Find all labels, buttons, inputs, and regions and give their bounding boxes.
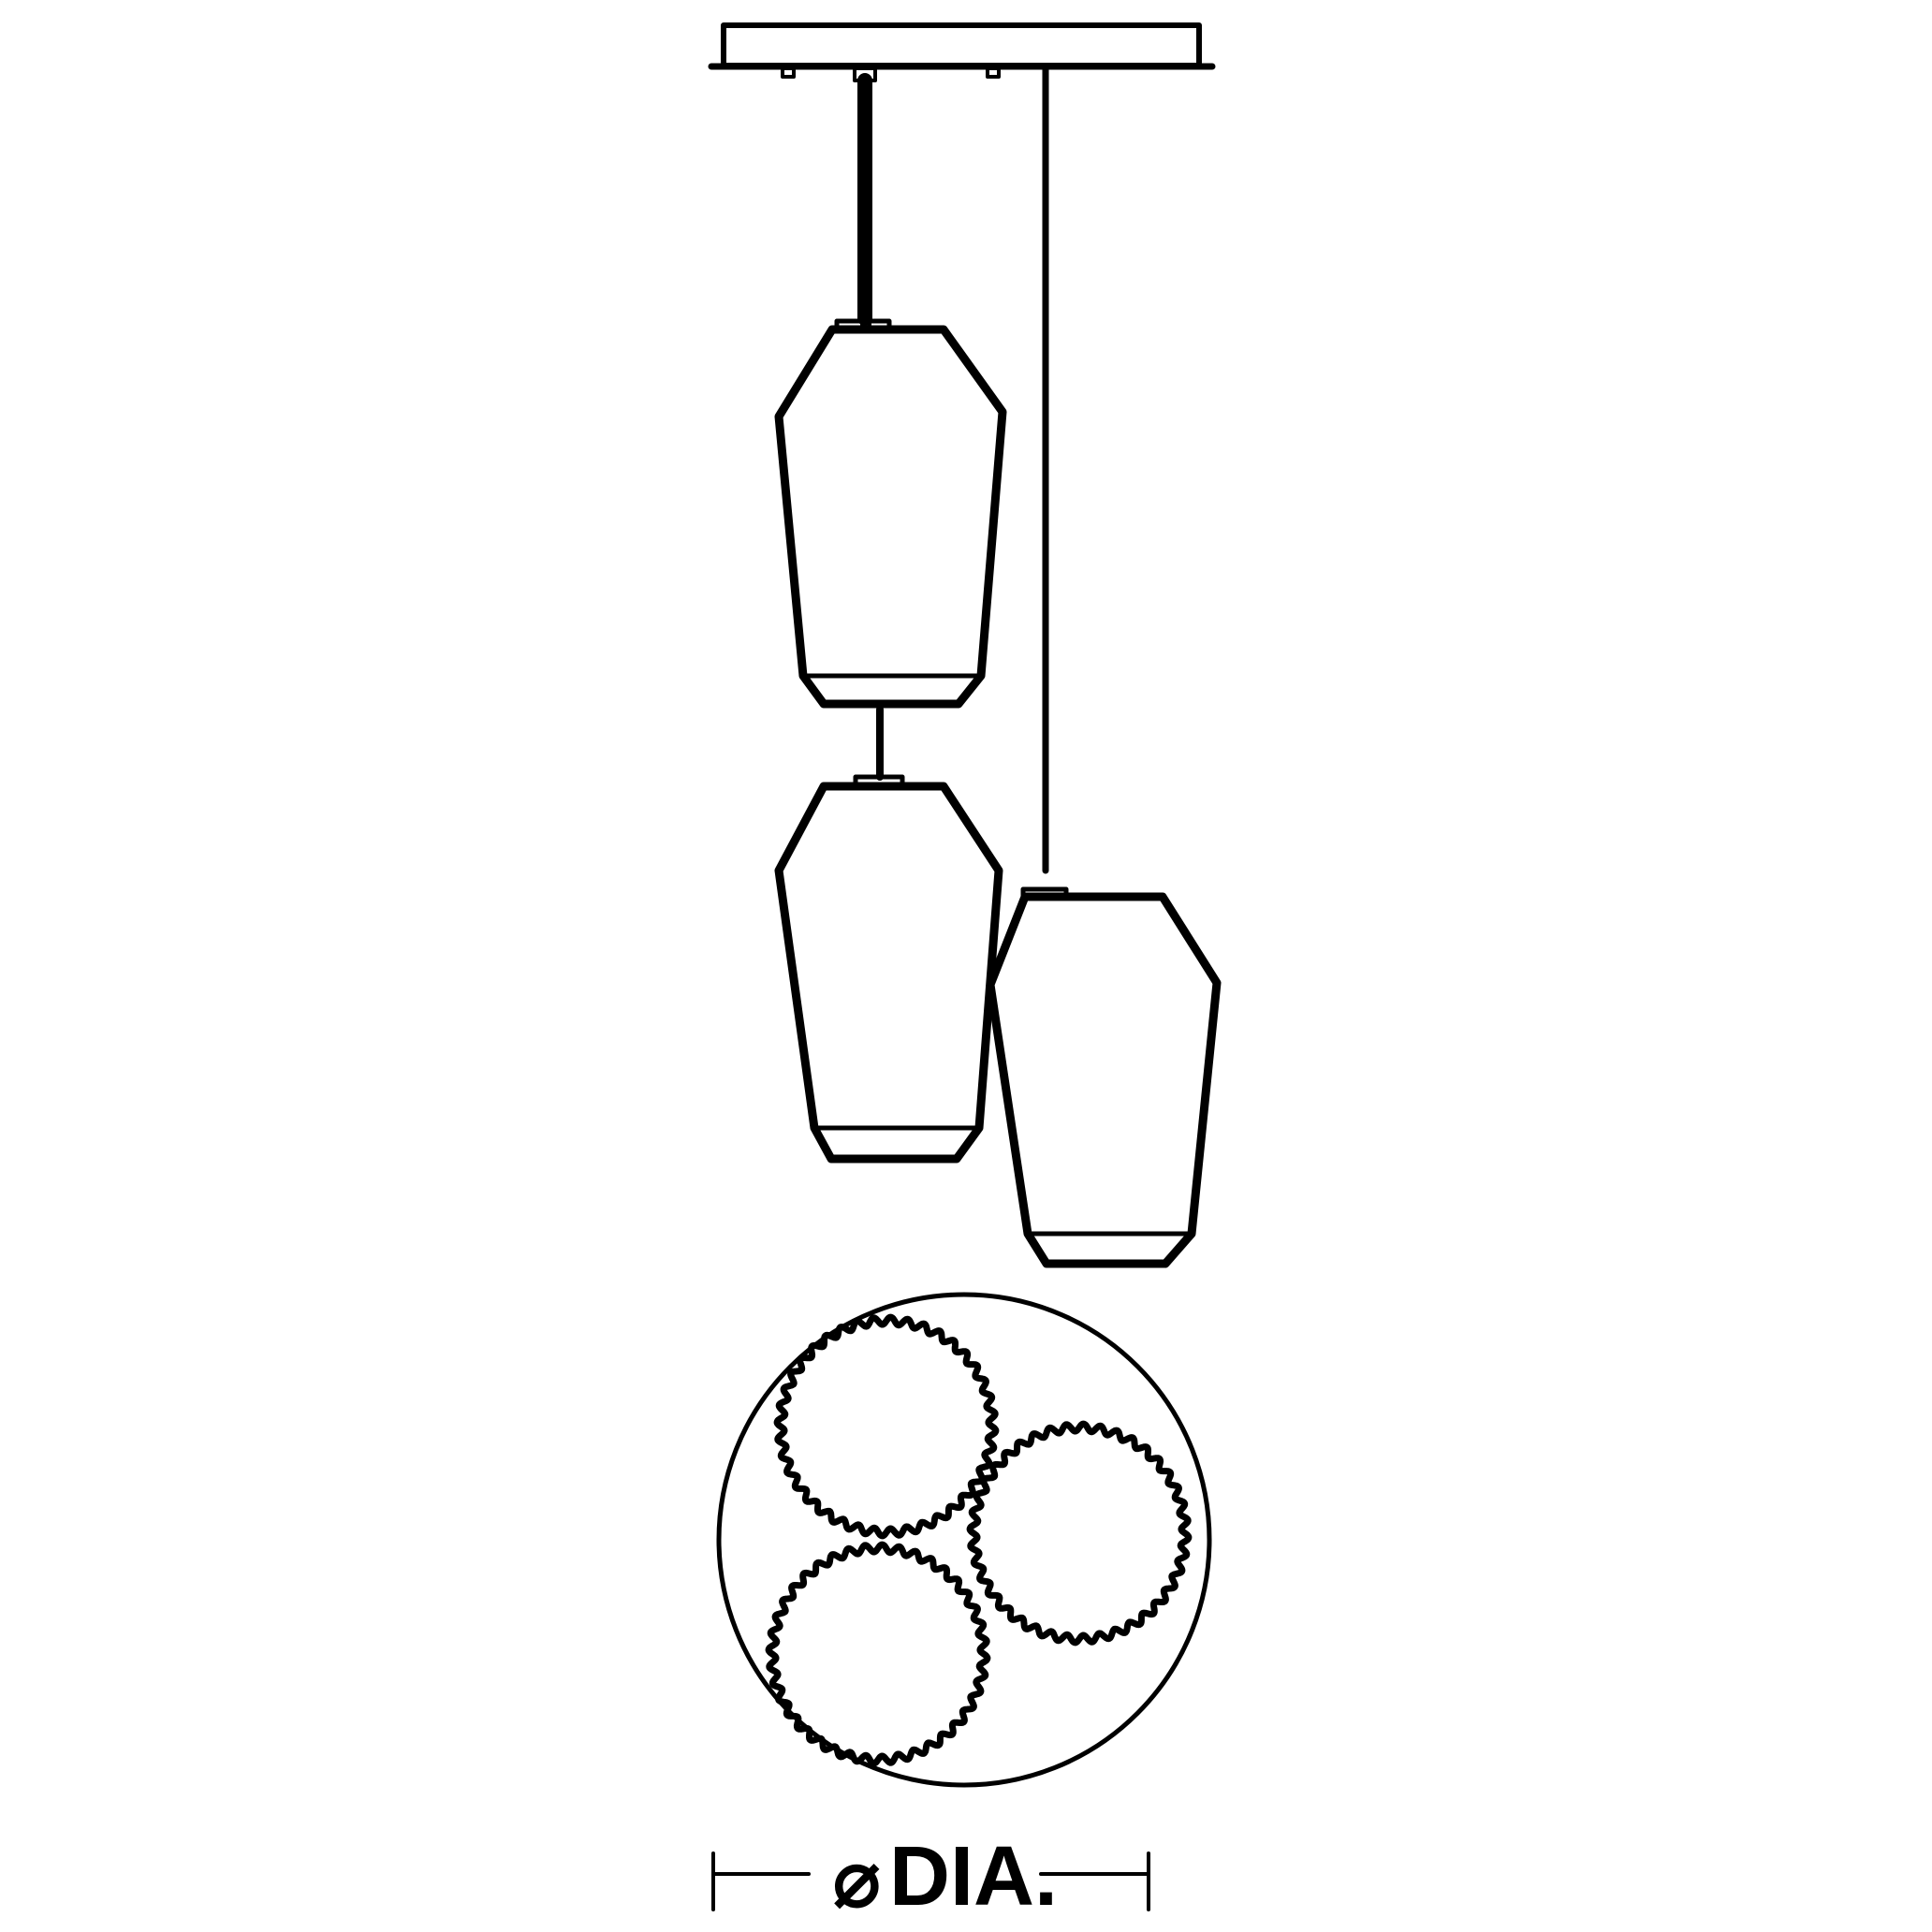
canopy [708, 22, 1216, 82]
fluted-shade-top [773, 1313, 1000, 1540]
pendant-right [986, 886, 1222, 1268]
pendant-lower-left [774, 774, 1003, 1164]
dimension-label: DIA. [889, 1830, 1058, 1924]
pendant-upper-left [774, 316, 1007, 709]
fluted-shade-bottom [765, 1541, 991, 1767]
dimension-line [711, 1852, 1150, 1911]
plan-view [716, 1292, 1212, 1788]
fluted-shade-right [966, 1420, 1193, 1647]
diameter-symbol: ⌀ [833, 1835, 881, 1923]
outer-circle [716, 1292, 1212, 1788]
